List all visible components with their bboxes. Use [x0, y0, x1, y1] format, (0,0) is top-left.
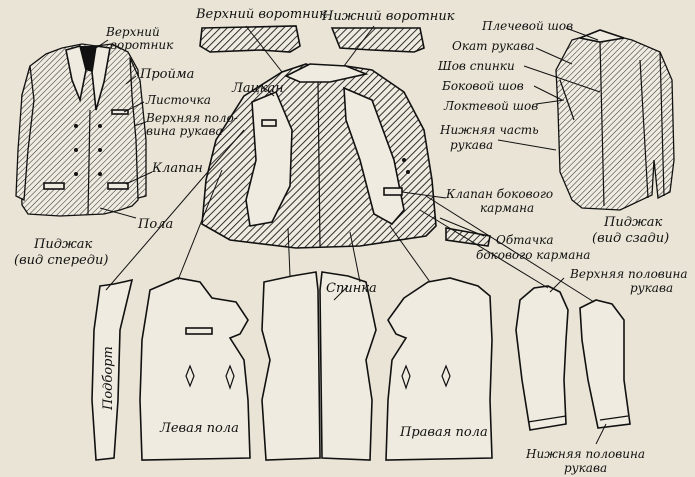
jacket-inside-view	[201, 63, 437, 249]
label-lower-part-2: рукава	[450, 138, 493, 152]
facing-pattern-piece	[91, 278, 134, 461]
label-front-view-1: Пиджак	[33, 237, 92, 252]
leader-lines	[89, 25, 607, 445]
label-upper-collar-2: воротник	[110, 38, 174, 52]
label-lower-sleeve-half-2: рукава	[564, 461, 607, 475]
label-front-edge: Пола	[137, 217, 173, 232]
jacket-front-view	[15, 43, 147, 217]
right-front-pattern	[385, 277, 493, 461]
label-upper-collar-1: Верхний	[105, 25, 160, 39]
label-facing-piece: Подборт	[101, 346, 116, 411]
jacket-back-view	[555, 29, 675, 211]
label-lower-part-1: Нижняя часть	[439, 123, 539, 137]
label-left-front: Левая пола	[159, 421, 239, 436]
label-back-piece: Спинка	[326, 281, 377, 296]
left-front-pattern	[139, 277, 251, 461]
label-lower-collar-top: Нижний воротник	[321, 9, 455, 24]
label-lower-sleeve-half-1: Нижняя половина	[525, 447, 645, 461]
label-facing-2: бокового кармана	[476, 248, 590, 262]
label-shoulder-seam: Плечевой шов	[481, 19, 573, 33]
label-front-view-2: (вид спереди)	[14, 253, 108, 268]
upper-collar-piece	[199, 25, 301, 53]
label-upper-collar-top: Верхний воротник	[195, 7, 327, 22]
back-pattern	[261, 271, 377, 461]
pocket-facing-sample	[445, 227, 491, 247]
label-facing-1: Обтачка	[496, 233, 553, 247]
label-right-front: Правая пола	[399, 425, 488, 440]
sleeve-patterns	[515, 285, 631, 431]
label-flap: Клапан	[151, 161, 203, 176]
label-upper-sleeve-half-2: рукава	[630, 281, 673, 295]
label-armhole: Пройма	[139, 67, 194, 82]
labels: Верхний воротник Нижний воротник Верхний…	[14, 7, 688, 475]
label-side-flap-1: Клапан бокового	[445, 187, 553, 201]
lower-collar-piece	[330, 27, 425, 53]
label-elbow-seam: Локтевой шов	[443, 99, 538, 113]
label-back-view-2: (вид сзади)	[592, 231, 669, 246]
label-welt-pocket: Листочка	[145, 93, 211, 107]
label-side-flap-2: кармана	[480, 201, 534, 215]
label-upper-sleeve-1: Верхняя поло-	[145, 111, 238, 125]
label-upper-sleeve-half-1: Верхняя половина	[569, 267, 688, 281]
label-sleeve-head: Окат рукава	[452, 39, 534, 53]
label-back-seam: Шов спинки	[437, 59, 515, 73]
label-upper-sleeve-2: вина рукава	[146, 124, 223, 138]
label-lapel: Лацкан	[231, 81, 284, 96]
label-side-seam: Боковой шов	[441, 79, 524, 93]
label-back-view-1: Пиджак	[603, 215, 662, 230]
